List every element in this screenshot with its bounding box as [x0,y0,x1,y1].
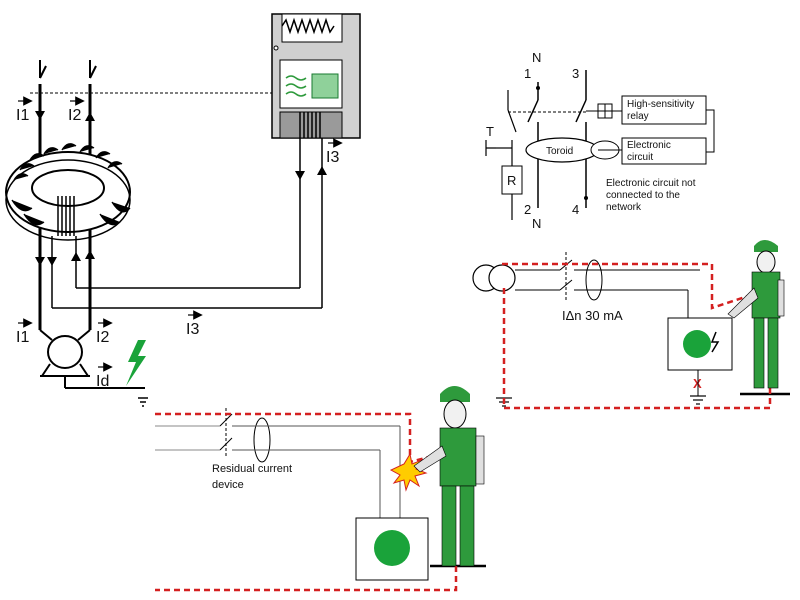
label-test-T: T [486,124,494,139]
label-N-bottom: N [532,216,541,231]
worker-bottom [413,386,485,567]
rcd-bottom-scene: Residual current device [155,386,486,592]
label-I3-relay: I3 [326,149,339,166]
machine-green-disk [683,330,711,358]
rcd-label-line1: Residual current [212,463,292,475]
rcd-label-line2: device [212,479,244,491]
label-I1-bottom: I1 [16,329,29,346]
relay-label-line2: relay [627,111,649,122]
label-I3-loop: I3 [186,321,199,338]
relay-label-line1: High-sensitivity [627,99,694,110]
circuit-label-line1: Electronic [627,140,671,151]
label-I1: I1 [16,107,29,124]
label-toroid: Toroid [546,146,573,157]
machine-green-disk-bottom [374,530,410,566]
worker-right [727,240,785,389]
label-terminal-1: 1 [524,66,531,81]
note-line2: connected to the [606,190,680,201]
label-resistor-R: R [507,173,516,188]
trip-relay [271,13,361,139]
toroid-principle: I1 I2 I1 I2 Id I3 I3 [5,13,361,407]
label-terminal-2: 2 [524,202,531,217]
rcd-schematic: N 1 3 T R Toroid High-sensitivity relay [485,50,715,231]
label-terminal-4: 4 [572,202,579,217]
label-Id: Id [96,373,109,390]
note-line1: Electronic circuit not [606,178,696,189]
toroid-core [5,143,131,241]
circuit-label-line2: circuit [627,152,653,163]
label-terminal-3: 3 [572,66,579,81]
fault-lightning-icon [126,340,146,386]
label-N-top: N [532,50,541,65]
load-motor-symbol [39,329,148,407]
spark-icon [389,452,428,492]
label-I2: I2 [68,107,81,124]
note-line3: network [606,202,642,213]
rating-label: IΔn 30 mA [562,308,623,323]
rcd-30ma-scene: IΔn 30 mA X [472,240,790,410]
label-I2-bottom: I2 [96,329,109,346]
